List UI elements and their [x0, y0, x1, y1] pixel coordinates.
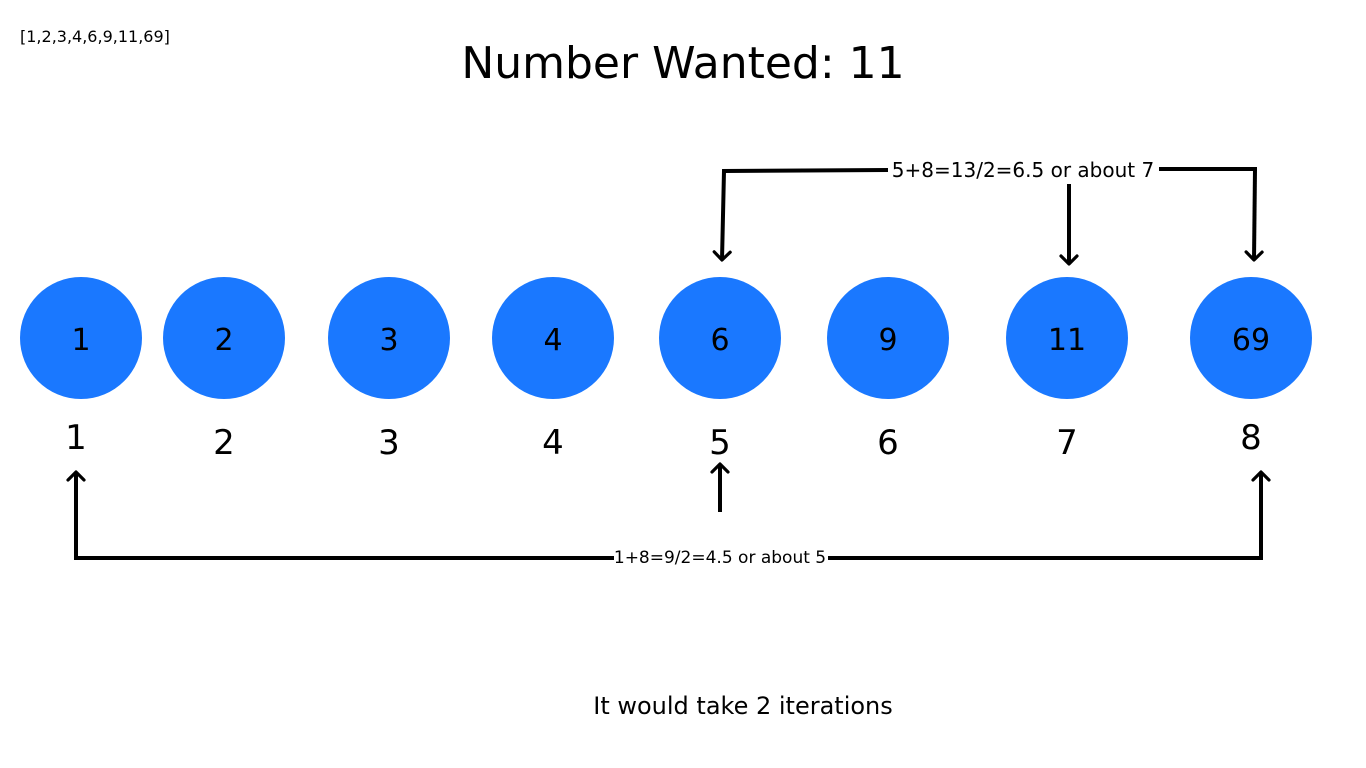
- node-4: 4: [492, 277, 614, 399]
- node-circle: [492, 277, 614, 399]
- node-value: 1: [71, 323, 90, 358]
- bottom-bracket-line-right: [828, 470, 1271, 560]
- node-value: 2: [214, 323, 233, 358]
- node-3: 3: [328, 277, 450, 399]
- node-value: 9: [878, 323, 897, 358]
- position-label: 6: [877, 423, 899, 463]
- node-2: 2: [163, 277, 285, 399]
- node-circle: [827, 277, 949, 399]
- top-bracket-line-left: [712, 168, 889, 262]
- top-bracket-label: 5+8=13/2=6.5 or about 7: [892, 158, 1154, 182]
- position-label: 7: [1056, 423, 1078, 463]
- node-value: 69: [1232, 323, 1270, 358]
- node-5: 6: [659, 277, 781, 399]
- node-6: 9: [827, 277, 949, 399]
- node-circle: [1006, 277, 1128, 399]
- position-label: 5: [709, 423, 731, 463]
- position-label: 1: [65, 418, 87, 458]
- node-value: 11: [1048, 323, 1086, 358]
- node-circle: [20, 277, 142, 399]
- top-bracket-arrow-to-node-8: [1244, 168, 1264, 262]
- page-title: Number Wanted: 11: [461, 38, 905, 89]
- node-1: 1: [20, 277, 142, 399]
- bottom-bracket-label: 1+8=9/2=4.5 or about 5: [614, 548, 826, 568]
- iterations-note: It would take 2 iterations: [593, 692, 893, 720]
- node-circle: [659, 277, 781, 399]
- node-circle: [1190, 277, 1312, 399]
- top-bracket: 5+8=13/2=6.5 or about 7: [712, 158, 1264, 266]
- node-value: 4: [543, 323, 562, 358]
- bottom-bracket-line-left: [66, 470, 614, 560]
- node-8: 69: [1190, 277, 1312, 399]
- node-circle: [163, 277, 285, 399]
- bottom-bracket: 1+8=9/2=4.5 or about 5: [66, 462, 1271, 568]
- node-7: 11: [1006, 277, 1128, 399]
- position-label: 2: [213, 423, 235, 463]
- node-value: 6: [710, 323, 729, 358]
- array-text: [1,2,3,4,6,9,11,69]: [20, 27, 170, 46]
- position-label: 4: [542, 423, 564, 463]
- position-label: 8: [1240, 418, 1262, 458]
- position-label: 3: [378, 423, 400, 463]
- node-value: 3: [379, 323, 398, 358]
- node-circle: [328, 277, 450, 399]
